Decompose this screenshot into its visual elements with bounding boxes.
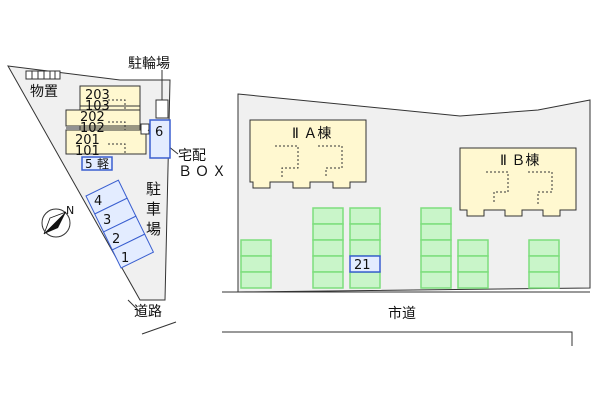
space-3-label: 3 xyxy=(103,213,111,228)
unit-202: 202 xyxy=(80,110,105,125)
parking-stack-4 xyxy=(420,207,452,289)
unit-101: 101 xyxy=(75,144,100,159)
parking-label-line3: 場 xyxy=(146,220,161,238)
building-a-label: Ⅱ Ａ棟 xyxy=(292,126,331,142)
street-label: 市道 xyxy=(388,305,416,322)
building-a xyxy=(249,119,367,189)
delivery-box-label-line2: ＢＯＸ xyxy=(178,164,229,180)
storage-shed xyxy=(25,70,61,80)
space-2-label: 2 xyxy=(112,232,120,247)
parking-label-line1: 駐 xyxy=(146,180,161,198)
unit-203: 203 xyxy=(85,88,110,103)
compass xyxy=(41,208,71,238)
parking-stack-6 xyxy=(528,239,560,289)
parking-stack-5 xyxy=(457,239,489,289)
parking-stack-2 xyxy=(312,207,344,289)
parking-space-21 xyxy=(349,255,381,273)
parking-strip xyxy=(85,179,155,269)
compass-north-label: N xyxy=(66,204,74,217)
left-building xyxy=(65,85,147,155)
space-5-label: 5 xyxy=(85,157,93,171)
bicycle-parking-label: 駐輪場 xyxy=(128,55,170,72)
building-b xyxy=(459,147,577,217)
space-21-label: 21 xyxy=(354,258,371,273)
parking-space-1 xyxy=(111,233,155,269)
street-line xyxy=(222,331,573,346)
parking-space-5 xyxy=(81,156,113,171)
storage-label: 物置 xyxy=(30,84,58,100)
parking-label-line2: 車 xyxy=(146,200,161,218)
road-label: 道路 xyxy=(134,304,162,320)
delivery-box-label-line1: 宅配 xyxy=(178,148,206,164)
unit-102: 102 xyxy=(80,121,105,136)
parking-space-6 xyxy=(149,119,171,159)
unit-103: 103 xyxy=(85,99,110,114)
delivery-box xyxy=(140,123,150,135)
space-6-label: 6 xyxy=(155,125,163,140)
parking-stack-1 xyxy=(240,239,272,289)
space-5-kei-label: 軽 xyxy=(97,157,109,171)
space-1-label: 1 xyxy=(121,251,129,266)
unit-201: 201 xyxy=(75,133,100,148)
parking-stack-3 xyxy=(349,207,381,289)
space-4-label: 4 xyxy=(94,194,102,209)
building-b-label: Ⅱ Ｂ棟 xyxy=(500,153,539,169)
bicycle-parking xyxy=(155,99,169,119)
